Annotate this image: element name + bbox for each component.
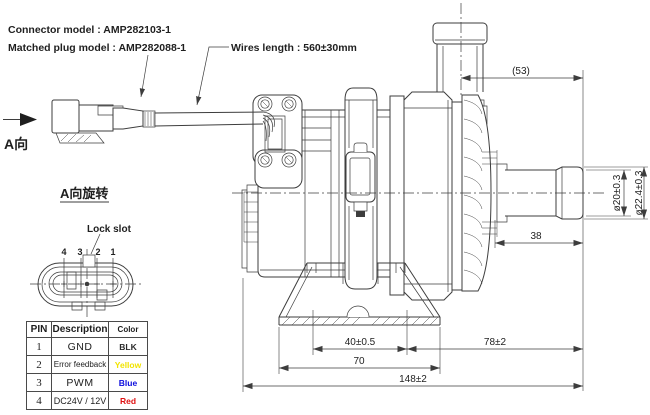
lock-slot-leader [91, 234, 100, 254]
pin-number-2: 2 [95, 247, 100, 257]
color-cell: BLK [108, 337, 148, 356]
view-a-rotation-label: A向旋转 [60, 186, 108, 201]
dim-overall-length: 148±2 [399, 374, 427, 385]
clamp-strap [345, 88, 377, 289]
dim-pipe-to-base: 78±2 [484, 337, 507, 348]
dim-pipe-length: 38 [530, 231, 542, 242]
description-cell: PWM [51, 373, 109, 392]
matched-plug-label: Matched plug model : AMP282088-1 [8, 42, 186, 54]
lock-slot [83, 255, 95, 267]
header-pin: PIN [26, 321, 52, 338]
outlet-pipe [433, 23, 487, 92]
lock-slot-label: Lock slot [87, 224, 132, 235]
table-row: 3 PWM Blue [26, 373, 148, 392]
pin-contacts [61, 272, 116, 310]
inlet-pipe [505, 167, 583, 219]
volute-plate-3 [452, 102, 462, 290]
wire-curls [263, 112, 275, 141]
table-row: 4 DC24V / 12V Red [26, 391, 148, 410]
dimension-lines: (53) 38 40±0.5 78±2 70 148±2 ø20±0.3 ø22… [243, 66, 648, 392]
dim-outlet-offset: (53) [512, 66, 530, 77]
header-description: Description [51, 321, 109, 338]
dim-pipe-od: ø20±0.3 [612, 174, 623, 211]
description-cell: DC24V / 12V [51, 391, 109, 410]
description-cell: Error feedback [51, 355, 109, 374]
cooling-fins [482, 150, 497, 237]
connector-plug [52, 100, 155, 143]
base-hatching [282, 317, 438, 325]
mounting-base [279, 263, 440, 325]
impeller-housing [462, 95, 491, 291]
strap-buckle [346, 143, 375, 217]
volute-plate-2 [404, 92, 452, 300]
centerlines [30, 3, 604, 320]
motor-heat-ribs [244, 192, 258, 242]
table-header-row: PIN Description Color [26, 321, 148, 338]
dim-hole-spacing: 40±0.5 [345, 337, 376, 348]
base-bump [347, 306, 369, 317]
pin-number-3: 3 [77, 247, 82, 257]
pin-cell: 1 [26, 337, 52, 356]
connector-model-label: Connector model : AMP282103-1 [8, 24, 171, 36]
motor-rear-cap [242, 185, 258, 272]
wires-length-label: Wires length : 560±30mm [231, 42, 357, 54]
view-a-arrow [3, 113, 37, 126]
dim-barb-od: ø22.4±0.3 [634, 170, 645, 215]
table-row: 1 GND BLK [26, 337, 148, 356]
color-cell: Red [108, 391, 148, 410]
color-cell: Blue [108, 373, 148, 392]
impeller-vanes [464, 100, 482, 284]
dim-base-width: 70 [353, 356, 365, 367]
cable [155, 112, 275, 141]
pin-definition-table: PIN Description Color 1 GND BLK 2 Error … [26, 321, 148, 410]
block-screws [258, 97, 296, 167]
table-row: 2 Error feedback Yellow [26, 355, 148, 374]
pin-position-lines [64, 258, 113, 298]
pin-cell: 4 [26, 391, 52, 410]
pin-cell: 3 [26, 373, 52, 392]
pin-number-4: 4 [61, 247, 66, 257]
connector-face-view: 4 3 2 1 Lock slot [38, 224, 133, 310]
view-a-label: A向 [4, 136, 28, 152]
plug-latch [56, 133, 104, 143]
header-color: Color [108, 321, 148, 338]
pin-number-1: 1 [110, 247, 115, 257]
volute-plate-1 [390, 96, 404, 295]
cable-crimp [143, 111, 155, 127]
description-cell: GND [51, 337, 109, 356]
pin-cell: 2 [26, 355, 52, 374]
annotations: Connector model : AMP282103-1 Matched pl… [3, 24, 357, 202]
color-cell: Yellow [108, 355, 148, 374]
pump-body [242, 23, 583, 300]
